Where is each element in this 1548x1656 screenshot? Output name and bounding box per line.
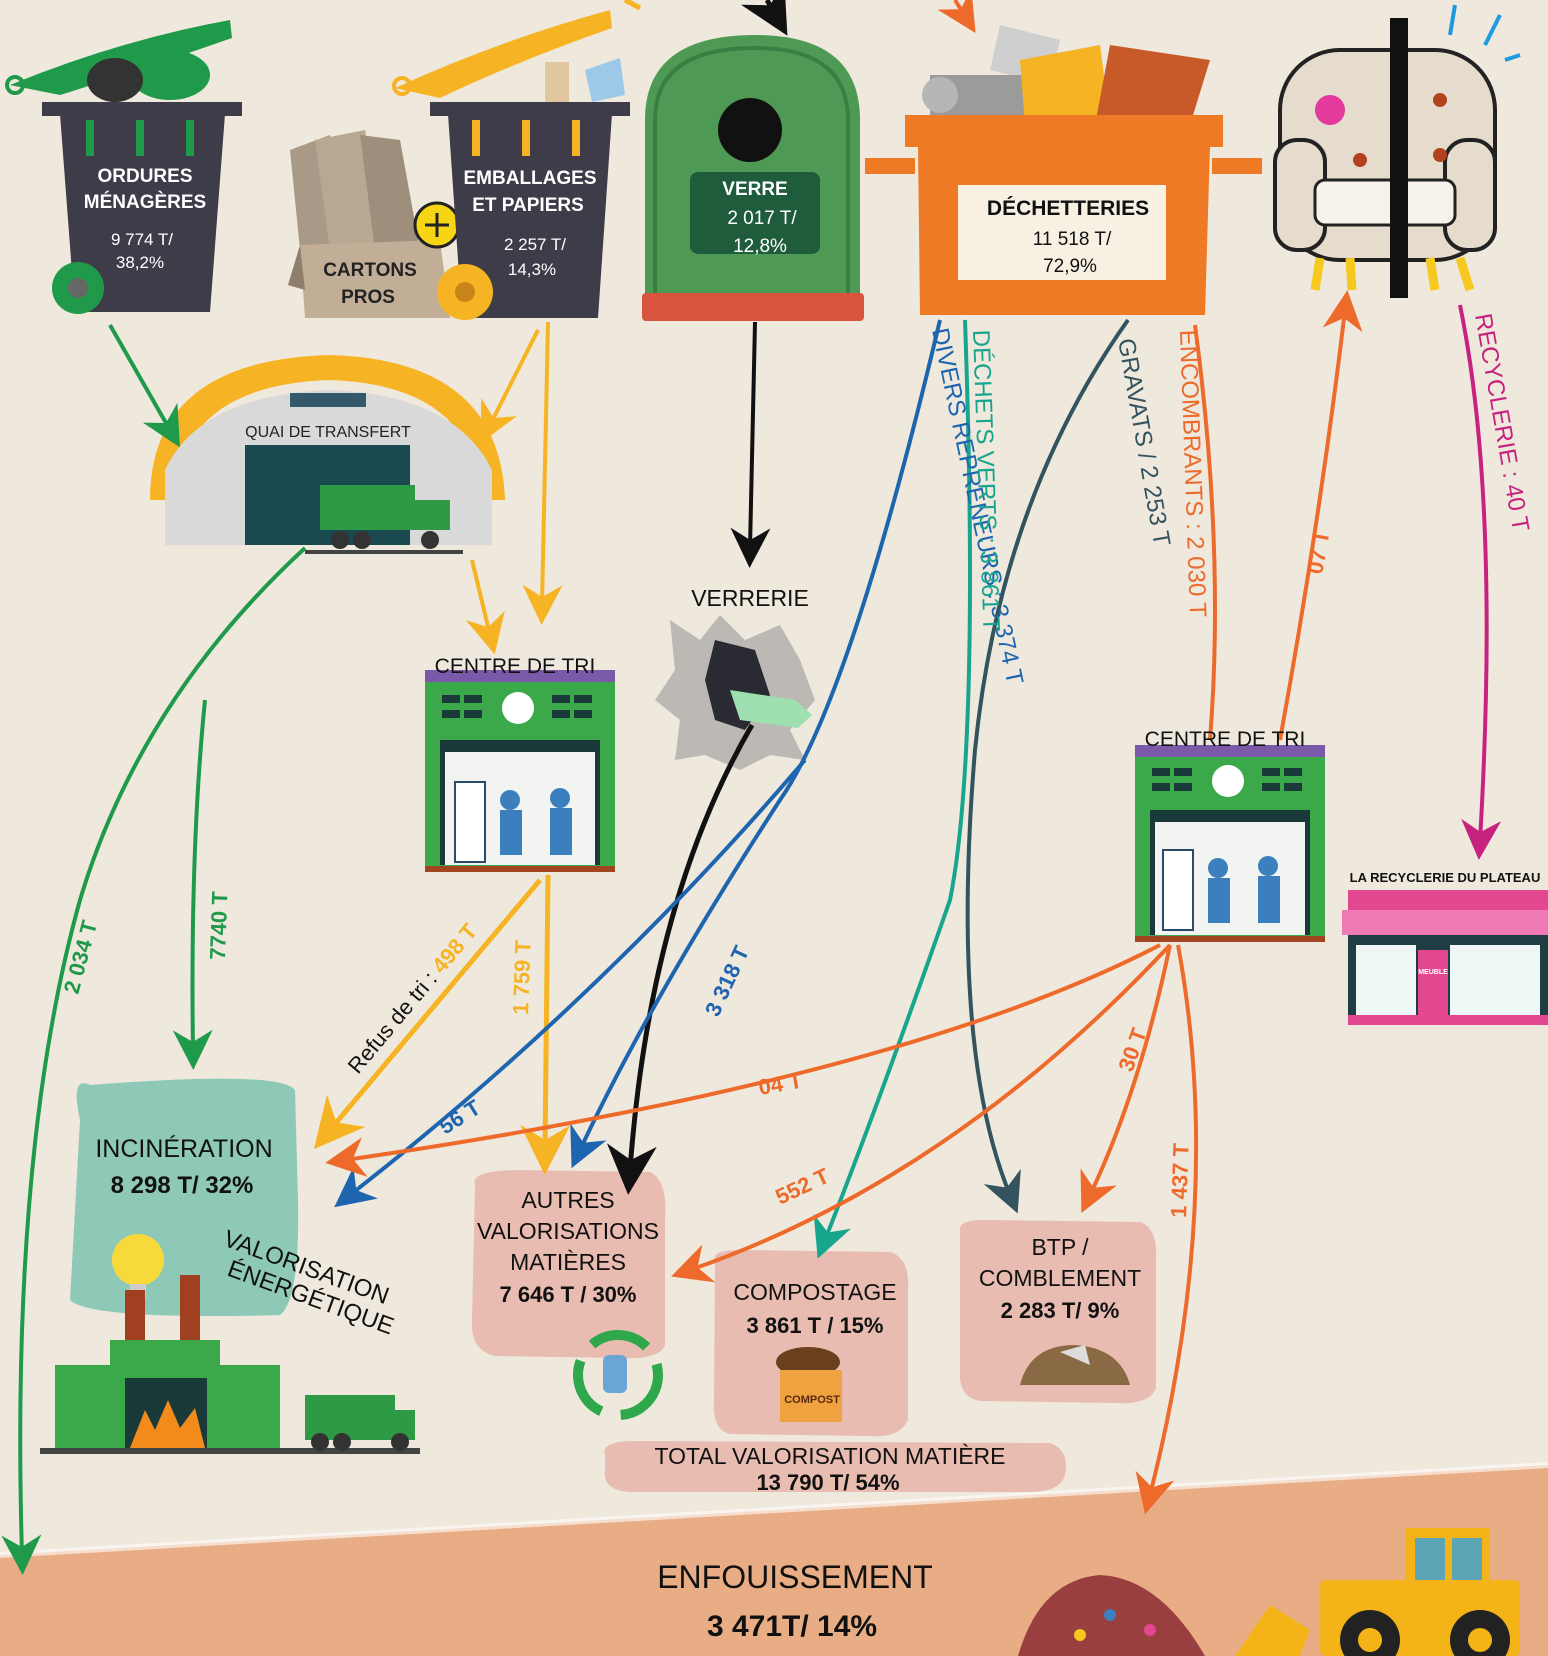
arrow-om-to-quai bbox=[108, 324, 180, 448]
om-title-1: ORDURES bbox=[97, 166, 192, 187]
flow-refus-label: Refus de tri : 498 T bbox=[343, 918, 483, 1078]
quai-label: QUAI DE TRANSFERT bbox=[245, 424, 411, 441]
rubble-pile-icon bbox=[1020, 1345, 1130, 1385]
enfouis-value: 3 471T/ 14% bbox=[707, 1610, 877, 1643]
arrow-emb-to-tri bbox=[522, 321, 563, 625]
btp-line-1: BTP / bbox=[1031, 1234, 1089, 1260]
autres-line-2: VALORISATIONS bbox=[477, 1218, 659, 1244]
btp-line-2: COMBLEMENT bbox=[979, 1265, 1141, 1291]
cartons-title-1: CARTONS bbox=[323, 260, 417, 281]
valorisation-energetique-label: VALORISATION ÉNERGÉTIQUE bbox=[220, 1225, 397, 1340]
quai-transfert-icon bbox=[150, 355, 505, 554]
tri2-label: CENTRE DE TRI bbox=[1145, 728, 1306, 751]
verre-title: VERRE bbox=[722, 179, 787, 200]
arrow-tri2-to-armchair bbox=[1278, 290, 1363, 741]
total-valorisation-bar bbox=[604, 1440, 1066, 1492]
landfill-pile-icon bbox=[1018, 1575, 1205, 1656]
compost-tag: COMPOST bbox=[784, 1394, 840, 1406]
arrow-refus bbox=[313, 878, 542, 1150]
ordures-bin-icon bbox=[5, 20, 242, 314]
arrow-quai-to-incineration bbox=[172, 699, 213, 1070]
arrow-gravats-to-btp bbox=[965, 318, 1130, 1214]
emb-value: 2 257 T/ bbox=[504, 235, 566, 254]
flow-56-label: 56 T bbox=[434, 1094, 485, 1139]
autres-line-1: AUTRES bbox=[521, 1187, 614, 1213]
arrow-tri2-to-enfouis bbox=[1135, 944, 1199, 1515]
arrow-emb-to-quai bbox=[480, 329, 540, 443]
emb-title-2: ET PAPIERS bbox=[472, 195, 584, 216]
tri1-label: CENTRE DE TRI bbox=[435, 655, 596, 678]
arrow-encombrants-to-tri2 bbox=[1193, 324, 1217, 741]
verre-pct: 12,8% bbox=[733, 236, 787, 257]
om-value: 9 774 T/ bbox=[111, 230, 173, 249]
arrow-divers-to-incin bbox=[334, 758, 807, 1208]
flow-7740-label: 7740 T bbox=[205, 890, 232, 960]
recyclerie-shop-icon bbox=[1342, 890, 1548, 1025]
incin-value: 8 298 T/ 32% bbox=[111, 1172, 254, 1199]
compost-value: 3 861 T / 15% bbox=[747, 1313, 884, 1338]
flow-verts-label: DÉCHETS VERTS : 3 861 T bbox=[967, 329, 1005, 632]
verre-value: 2 017 T/ bbox=[727, 208, 797, 229]
flow-encombrants-label: ENCOMBRANTS : 2 030 T bbox=[1174, 329, 1211, 618]
om-title-2: MÉNAGÈRES bbox=[84, 191, 206, 213]
compostage-box bbox=[713, 1250, 909, 1437]
arrow-verre-to-verrerie bbox=[730, 321, 771, 568]
autres-valorisations-box bbox=[471, 1170, 666, 1359]
recycle-icon bbox=[573, 1330, 663, 1420]
emballages-bin-icon bbox=[392, 10, 630, 320]
autres-value: 7 646 T / 30% bbox=[500, 1282, 637, 1307]
dech-title: DÉCHETTERIES bbox=[987, 197, 1149, 220]
armchair-icon bbox=[1273, 4, 1521, 298]
loader-icon bbox=[1235, 1528, 1520, 1656]
incin-title: INCINÉRATION bbox=[95, 1134, 272, 1163]
arrow-tri2-to-btp bbox=[1080, 944, 1172, 1214]
recyclerie-label: LA RECYCLERIE DU PLATEAU bbox=[1350, 870, 1541, 885]
arrow-verts-to-compost bbox=[813, 319, 972, 1259]
flow-04-label: 04 T bbox=[757, 1068, 805, 1100]
flow-gravats-label: GRAVATS / 2 253 T bbox=[1112, 336, 1175, 548]
total-title: TOTAL VALORISATION MATIÈRE bbox=[654, 1443, 1005, 1469]
total-value: 13 790 T/ 54% bbox=[756, 1470, 899, 1495]
btp-value: 2 283 T/ 9% bbox=[1001, 1298, 1120, 1323]
flow-07-label: 07 T bbox=[1302, 528, 1334, 576]
enfouis-title: ENFOUISSEMENT bbox=[657, 1559, 933, 1595]
arrow-tri2-to-incin bbox=[325, 943, 1161, 1177]
arrow-divers-to-autres bbox=[570, 319, 942, 1169]
flow-552-label: 552 T bbox=[772, 1163, 834, 1210]
dech-value: 11 518 T/ bbox=[1033, 229, 1112, 250]
flow-1437-label: 1 437 T bbox=[1166, 1142, 1194, 1218]
om-pct: 38,2% bbox=[116, 253, 164, 272]
autres-line-3: MATIÈRES bbox=[510, 1249, 626, 1275]
compost-title: COMPOSTAGE bbox=[733, 1279, 896, 1305]
verrerie-label: VERRERIE bbox=[691, 585, 809, 611]
dech-pct: 72,9% bbox=[1043, 256, 1097, 277]
centre-tri-1-icon bbox=[425, 670, 615, 872]
arrow-tri2-to-autres bbox=[671, 943, 1172, 1283]
arrow-tri-to-autres bbox=[520, 874, 571, 1175]
arrow-quai-to-tri bbox=[465, 559, 505, 655]
cartons-box-icon bbox=[288, 130, 461, 318]
emb-title-1: EMBALLAGES bbox=[464, 168, 597, 189]
furniture-tag: MEUBLE bbox=[1418, 969, 1448, 976]
compost-bin-icon bbox=[776, 1347, 842, 1422]
verre-container-icon bbox=[642, 35, 864, 321]
arrow-quai-to-enfouissement bbox=[1, 546, 307, 1575]
emb-pct: 14,3% bbox=[508, 260, 556, 279]
dechetteries-container-icon bbox=[865, 25, 1262, 315]
centre-tri-2-icon bbox=[1135, 745, 1325, 942]
arrow-verrerie-to-autres bbox=[606, 723, 755, 1195]
incineration-plant-icon bbox=[40, 1234, 420, 1454]
verrerie-icon bbox=[655, 615, 815, 770]
flow-3318-label: 3 318 T bbox=[700, 941, 754, 1020]
arrow-recyclerie bbox=[1458, 304, 1502, 860]
cartons-title-2: PROS bbox=[341, 287, 395, 308]
flow-1759-label: 1 759 T bbox=[508, 939, 536, 1015]
